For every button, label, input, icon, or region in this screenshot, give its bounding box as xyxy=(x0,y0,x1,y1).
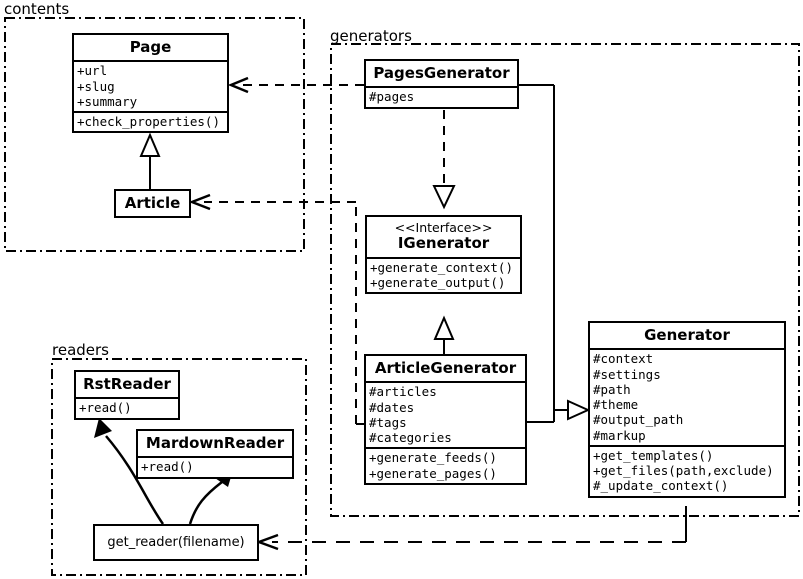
class-operation: +generate_context() xyxy=(370,259,513,275)
class-attribute: #articles xyxy=(369,384,437,400)
class-title-igenerator: <<Interface>> IGenerator xyxy=(367,217,520,257)
class-attribute: #context xyxy=(593,351,654,367)
package-border-readers xyxy=(51,358,307,576)
class-operation: +check_properties() xyxy=(77,114,220,129)
class-operations-page: +check_properties() xyxy=(74,111,227,131)
class-box-generator[interactable]: Generator #context #settings #path #them… xyxy=(588,321,786,498)
class-attribute: #markup xyxy=(593,427,646,443)
class-operation: +read() xyxy=(79,400,132,416)
class-operation: +generate_feeds() xyxy=(369,450,497,466)
class-attribute: #output_path xyxy=(593,412,684,428)
connector-articlegenerator-to-article xyxy=(188,193,364,425)
class-attribute: #pages xyxy=(369,89,415,105)
connector-articlegenerator-to-igenerator xyxy=(433,315,455,356)
package-border-contents xyxy=(4,17,305,252)
package-border-generators xyxy=(330,43,800,517)
connector-get-reader-to-rstreader xyxy=(94,418,165,525)
connector-article-to-page xyxy=(139,132,161,189)
class-operation: #_update_context() xyxy=(593,478,729,494)
class-attribute: +url xyxy=(77,63,108,79)
class-box-igenerator[interactable]: <<Interface>> IGenerator +generate_conte… xyxy=(365,215,522,295)
class-name-igenerator: IGenerator xyxy=(397,234,490,253)
class-attribute: #dates xyxy=(369,399,415,415)
class-attributes-generator: #context #settings #path #theme #output_… xyxy=(590,348,784,445)
function-label-get-reader: get_reader(filename) xyxy=(107,535,245,550)
class-stereotype-igenerator: <<Interface>> xyxy=(394,220,493,235)
class-title-articlegenerator: ArticleGenerator xyxy=(374,359,517,377)
class-title-mardownreader: MardownReader xyxy=(145,434,285,452)
class-title-generator: Generator xyxy=(644,326,730,344)
class-operation: +generate_pages() xyxy=(369,465,497,481)
class-attribute: #categories xyxy=(369,430,452,445)
class-operations-rstreader: +read() xyxy=(76,397,178,417)
class-operation: +generate_output() xyxy=(370,274,506,290)
class-attributes-pagesgenerator: #pages xyxy=(366,86,517,106)
package-label-readers: readers xyxy=(52,341,109,359)
class-operation: +get_templates() xyxy=(593,447,714,463)
class-attribute: +summary xyxy=(77,93,138,109)
class-title-rstreader: RstReader xyxy=(83,375,171,393)
class-box-pagesgenerator[interactable]: PagesGenerator #pages xyxy=(364,59,519,109)
class-attributes-page: +url +slug +summary xyxy=(74,60,227,111)
class-attribute: #tags xyxy=(369,414,407,430)
class-operation: +get_files(path,exclude) xyxy=(593,463,774,478)
class-attribute: #path xyxy=(593,381,631,397)
class-title-page: Page xyxy=(129,38,172,56)
class-operations-generator: +get_templates() +get_files(path,exclude… xyxy=(590,444,784,496)
class-box-rstreader[interactable]: RstReader +read() xyxy=(74,370,180,420)
class-operations-igenerator: +generate_context() +generate_output() xyxy=(367,256,520,293)
function-box-get-reader[interactable]: get_reader(filename) xyxy=(93,524,259,561)
class-box-page[interactable]: Page +url +slug +summary +check_properti… xyxy=(72,33,229,134)
connector-generators-to-generator xyxy=(519,84,591,423)
class-operations-mardownreader: +read() xyxy=(138,456,292,476)
class-attribute: #theme xyxy=(593,397,639,412)
package-label-contents: contents xyxy=(4,0,70,18)
class-attribute: +slug xyxy=(77,78,115,94)
class-box-article[interactable]: Article xyxy=(114,189,191,219)
package-label-generators: generators xyxy=(330,27,412,45)
class-attributes-articlegenerator: #articles #dates #tags #categories xyxy=(366,381,525,447)
class-box-mardownreader[interactable]: MardownReader +read() xyxy=(136,429,294,479)
connector-pagesgenerator-to-page xyxy=(227,76,364,94)
connector-generator-to-get-reader xyxy=(255,506,687,551)
connector-pagesgenerator-to-igenerator xyxy=(432,110,456,210)
class-operation: +read() xyxy=(141,459,194,475)
class-operations-articlegenerator: +generate_feeds() +generate_pages() xyxy=(366,447,525,483)
class-box-articlegenerator[interactable]: ArticleGenerator #articles #dates #tags … xyxy=(364,354,527,485)
class-title-article: Article xyxy=(124,194,181,212)
class-title-pagesgenerator: PagesGenerator xyxy=(373,64,510,82)
class-attribute: #settings xyxy=(593,366,661,382)
